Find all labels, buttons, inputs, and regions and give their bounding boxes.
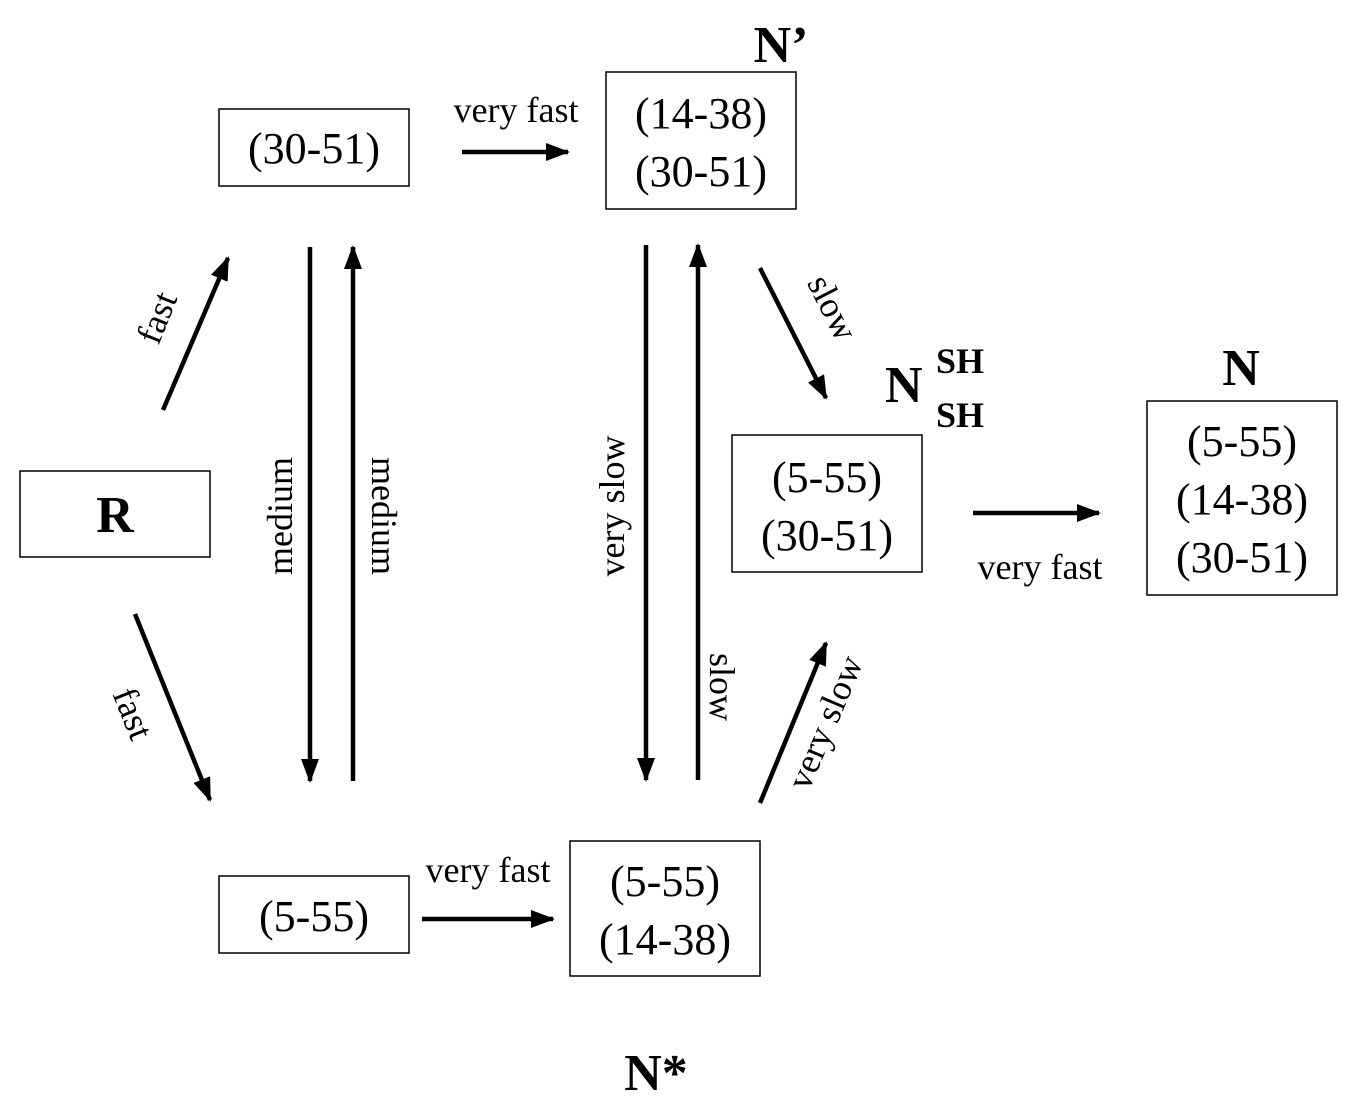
rate-label-slow-nprime: slow: [799, 268, 866, 347]
state-n-sh-superscript: SH: [936, 341, 984, 381]
state-n-sh-box: (5-55) (30-51): [731, 434, 923, 573]
box-text: (5-55): [772, 453, 882, 502]
state-n-sh-subscript: SH: [936, 395, 984, 435]
box-text: (5-55): [1187, 417, 1297, 466]
arrow-r-to-top: [160, 256, 231, 411]
state-n-star-box: (5-55) (14-38): [569, 840, 761, 977]
intermediate-bottom-box: (5-55): [218, 875, 410, 954]
box-text: (5-55): [259, 892, 369, 941]
box-text: (14-38): [1176, 475, 1308, 524]
arrow-nstar-to-nsh: [757, 641, 829, 804]
box-text: (30-51): [761, 511, 893, 560]
state-r-box: R: [19, 470, 211, 558]
box-text: (14-38): [599, 915, 731, 964]
rate-label-fast-top: fast: [129, 286, 186, 349]
rate-label-medium-down: medium: [260, 457, 300, 575]
arrow-r-to-bottom: [132, 613, 213, 802]
state-r-label: R: [96, 487, 135, 544]
state-n-sh-label: N SH SH: [885, 341, 984, 435]
box-text: (30-51): [1176, 533, 1308, 582]
rate-label-very-fast-right: very fast: [978, 547, 1103, 587]
state-n-prime-label: N’: [754, 17, 809, 74]
rate-label-fast-bottom: fast: [105, 682, 162, 745]
state-n-prime-box: (14-38) (30-51): [605, 71, 797, 210]
box-text: (30-51): [248, 124, 380, 173]
rate-label-very-fast-top: very fast: [454, 90, 579, 130]
box-text: (14-38): [635, 89, 767, 138]
state-n-label: N: [1222, 340, 1260, 397]
intermediate-top-box: (30-51): [218, 108, 410, 187]
rate-label-medium-up: medium: [364, 457, 404, 575]
box-text: (30-51): [635, 147, 767, 196]
state-n-box: (5-55) (14-38) (30-51): [1146, 400, 1338, 596]
arrow-nprime-to-nsh: [757, 266, 829, 400]
state-n-star-label: N*: [624, 1045, 688, 1102]
rate-label-very-fast-bottom: very fast: [426, 850, 551, 890]
state-n-sh-letter: N: [885, 357, 923, 414]
rate-label-slow-center: slow: [702, 653, 742, 721]
rate-label-very-slow-center: very slow: [592, 436, 632, 577]
box-text: (5-55): [610, 857, 720, 906]
